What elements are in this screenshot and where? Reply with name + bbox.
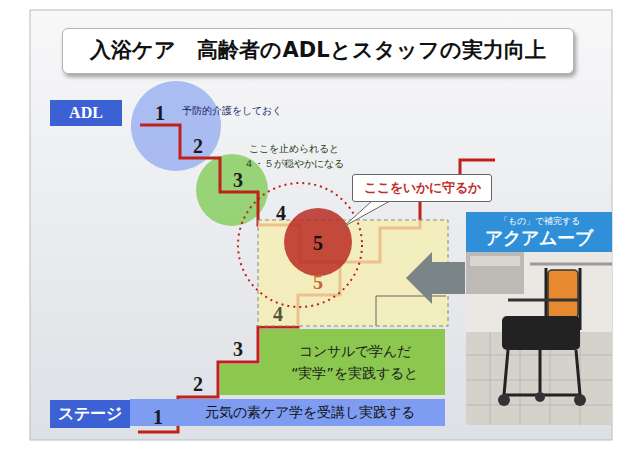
dotted-circle <box>238 183 362 307</box>
photo-seat <box>502 316 580 350</box>
node-label: ADL <box>69 103 103 122</box>
callout-tail <box>343 201 390 227</box>
photo-wheel <box>574 394 586 406</box>
note: ここを止められると ４・５が穏やかになる <box>239 141 349 171</box>
node-content: ステージ <box>50 400 130 428</box>
photo-sink <box>470 256 520 266</box>
photo-wheel <box>535 392 545 402</box>
node-content: ここをいかに守るか <box>353 175 491 201</box>
stage-staircase <box>138 160 495 432</box>
photo-rail <box>530 263 612 266</box>
course-band: 元気の素ケア学を受講し実践する <box>130 399 445 426</box>
step-number: 1 <box>153 405 163 429</box>
node-label: 元気の素ケア学を受講し実践する <box>205 404 415 421</box>
protect-circle <box>284 208 352 276</box>
photo-legs <box>504 350 580 395</box>
node-content: ADL <box>50 100 122 126</box>
photo-counter <box>466 252 524 294</box>
stage-box: ステージ <box>50 400 130 428</box>
photo-armrest <box>508 299 580 302</box>
step-number: 2 <box>193 372 203 396</box>
node-label: ここをいかに守るか <box>364 180 481 196</box>
step-number: 1 <box>155 101 165 125</box>
node-label: コンサルで学んだ “実学”を実践すると <box>275 340 435 385</box>
callout-bubble: ここをいかに守るか <box>352 174 492 202</box>
photo-wheel <box>498 394 510 406</box>
node-title: アクアムーブ <box>485 227 593 249</box>
node-content: 「もの」で補完するアクアムーブ <box>466 212 612 252</box>
band-fill <box>220 329 445 395</box>
note: 予防的介護をしておく <box>182 105 282 117</box>
consult-band: コンサルで学んだ “実学”を実践すると <box>220 329 445 395</box>
chair-photo <box>466 252 612 425</box>
step-number: 4 <box>276 201 286 225</box>
node-content: コンサルで学んだ “実学”を実践すると <box>220 329 445 395</box>
region-divider <box>376 296 446 297</box>
photo-wall <box>466 252 612 425</box>
title-box: 入浴ケア 高齢者のADLとスタッフの実力向上 <box>62 28 574 74</box>
step-number: 4 <box>273 302 283 326</box>
photo-backrest <box>548 270 578 318</box>
step-number: 5 <box>313 231 323 255</box>
node-content: 元気の素ケア学を受講し実践する <box>130 399 445 426</box>
supplement-arrow <box>406 252 465 304</box>
region-divider <box>376 296 377 326</box>
step-number: 3 <box>233 168 243 192</box>
node-label: 「もの」で補完する <box>499 216 580 227</box>
title: 入浴ケア 高齢者のADLとスタッフの実力向上 <box>90 38 545 63</box>
step-number: 5 <box>313 270 323 294</box>
step-number: 2 <box>193 134 203 158</box>
adl-box: ADL <box>50 100 122 126</box>
node-label: ステージ <box>58 404 122 423</box>
slide-background <box>30 10 612 440</box>
band-shape <box>220 329 445 395</box>
product-header: 「もの」で補完するアクアムーブ <box>466 212 612 252</box>
step-number: 3 <box>233 337 243 361</box>
